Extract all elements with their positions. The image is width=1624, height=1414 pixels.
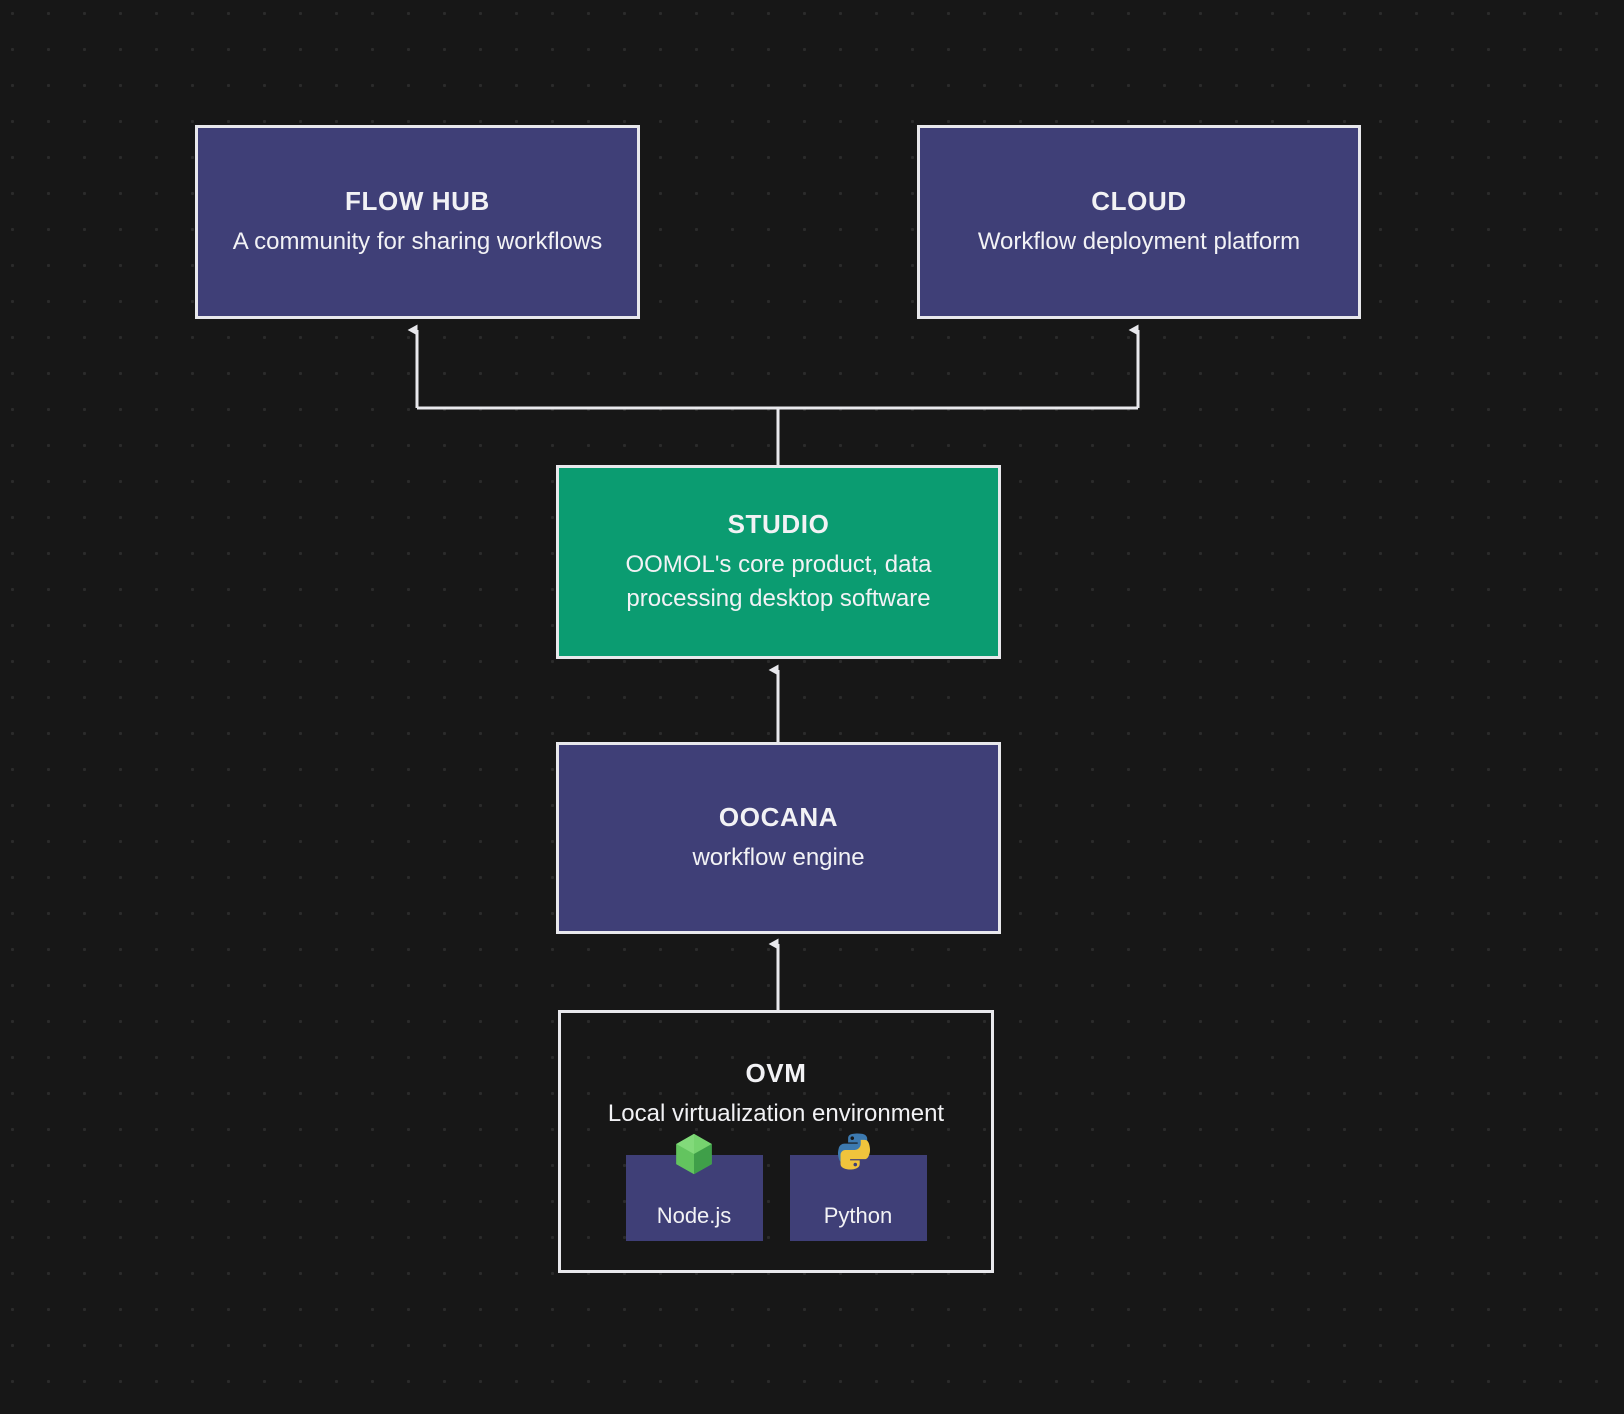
node-studio[interactable]: STUDIO OOMOL's core product, data proces… — [556, 465, 1001, 659]
node-flow-hub-description: A community for sharing workflows — [232, 227, 603, 255]
python-logo-icon — [835, 1131, 881, 1177]
edge-studio-to-hubs — [407, 324, 1140, 465]
runtime-item-python[interactable]: Python — [789, 1133, 927, 1241]
node-ovm-description: Local virtualization environment — [607, 1099, 945, 1127]
nodejs-hexagon-icon — [671, 1131, 717, 1177]
node-studio-description: OOMOL's core product, data processing de… — [625, 550, 932, 612]
node-cloud-description: Workflow deployment platform — [977, 227, 1301, 255]
node-oocana[interactable]: OOCANA workflow engine — [556, 742, 1001, 934]
node-ovm[interactable]: OVM Local virtualization environment Nod… — [558, 1010, 994, 1273]
node-flow-hub-title: FLOW HUB — [345, 186, 490, 217]
node-flow-hub[interactable]: FLOW HUB A community for sharing workflo… — [195, 125, 640, 319]
node-cloud[interactable]: CLOUD Workflow deployment platform — [917, 125, 1361, 319]
node-oocana-description: workflow engine — [692, 843, 865, 871]
runtime-item-nodejs[interactable]: Node.js — [625, 1133, 763, 1241]
node-cloud-title: CLOUD — [1091, 186, 1187, 217]
node-oocana-title: OOCANA — [718, 802, 839, 833]
runtime-label-nodejs: Node.js — [656, 1203, 732, 1228]
node-ovm-title: OVM — [745, 1058, 807, 1088]
node-studio-title: STUDIO — [727, 509, 830, 540]
runtime-label-python: Python — [823, 1203, 893, 1228]
runtime-list: Node.js Python — [561, 1133, 991, 1241]
